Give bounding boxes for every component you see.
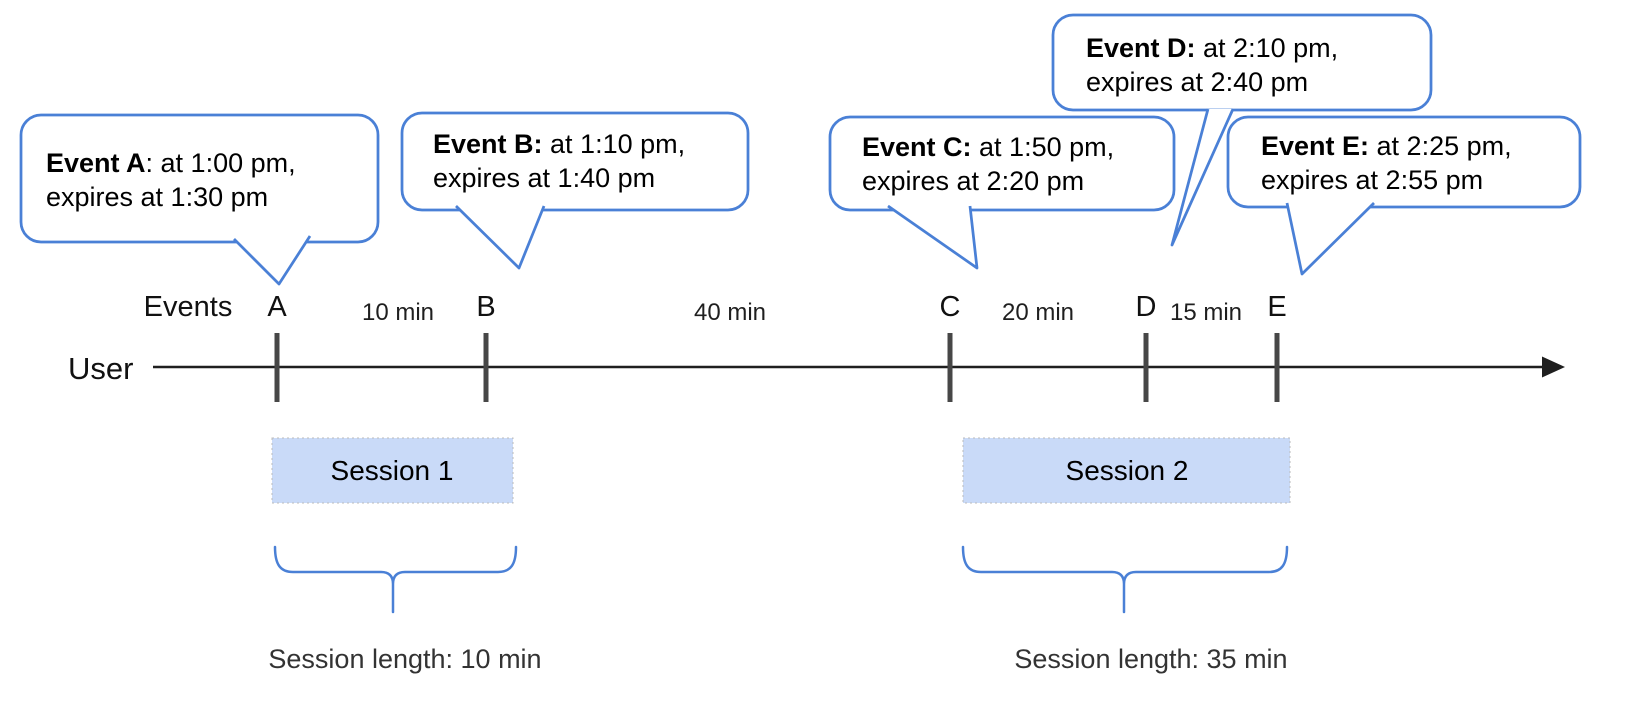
bubble-e-tail — [1285, 202, 1375, 276]
event-bubble-a: Event A: at 1:00 pm, expires at 1:30 pm — [19, 113, 380, 286]
events-axis-label: Events — [144, 291, 233, 323]
event-marker-b: B — [476, 291, 495, 323]
timeline-arrowhead-icon — [1542, 356, 1565, 378]
bubble-b-title: Event B: — [433, 129, 543, 159]
event-bubble-c: Event C: at 1:50 pm, expires at 2:20 pm — [828, 115, 1176, 270]
bubble-b-body — [400, 111, 750, 212]
bubble-a-tail — [233, 235, 312, 286]
session-2-length-label: Session length: 35 min — [1014, 644, 1287, 674]
bubble-d-line1: Event D: at 2:10 pm, — [1086, 33, 1338, 63]
bubble-e-line2: expires at 2:55 pm — [1261, 165, 1483, 195]
bubble-d-tail — [1170, 108, 1235, 247]
session-1-brace — [273, 545, 518, 614]
user-label: User — [68, 351, 133, 386]
bubble-d-title: Event D: — [1086, 33, 1196, 63]
session-1: Session 1 Session length: 10 min — [268, 437, 542, 674]
event-marker-a: A — [267, 291, 287, 323]
bubble-a-body — [19, 113, 380, 244]
event-bubble-b: Event B: at 1:10 pm, expires at 1:40 pm — [400, 111, 750, 270]
bubble-c-line2: expires at 2:20 pm — [862, 166, 1084, 196]
session-2-box — [962, 437, 1291, 504]
bubble-a-time: : at 1:00 pm, — [146, 148, 296, 178]
bubble-b-time: at 1:10 pm, — [543, 129, 686, 159]
bubble-c-tail — [887, 204, 979, 270]
event-marker-c: C — [940, 291, 961, 323]
gap-label-a-b: 10 min — [362, 299, 434, 326]
timeline-axis — [153, 333, 1565, 402]
bubble-e-time: at 2:25 pm, — [1369, 131, 1512, 161]
bubble-b-line1: Event B: at 1:10 pm, — [433, 129, 685, 159]
session-2-brace — [961, 545, 1289, 614]
gap-label-b-c: 40 min — [694, 299, 766, 326]
bubble-e-line1: Event E: at 2:25 pm, — [1261, 131, 1512, 161]
bubble-a-title: Event A — [46, 148, 146, 178]
gap-label-d-e: 15 min — [1170, 299, 1242, 326]
bubble-a-line2: expires at 1:30 pm — [46, 182, 268, 212]
bubble-c-time: at 1:50 pm, — [972, 132, 1115, 162]
bubble-c-title: Event C: — [862, 132, 972, 162]
bubble-d-body — [1051, 13, 1433, 112]
event-marker-d: D — [1136, 291, 1157, 323]
bubble-a-line1: Event A: at 1:00 pm, — [46, 148, 296, 178]
bubble-b-line2: expires at 1:40 pm — [433, 163, 655, 193]
session-1-label: Session 1 — [331, 455, 454, 486]
session-1-box — [271, 437, 514, 504]
bubble-e-body — [1226, 115, 1582, 209]
session-2-label: Session 2 — [1066, 455, 1189, 486]
session-1-length-label: Session length: 10 min — [268, 644, 541, 674]
bubble-c-body — [828, 115, 1176, 212]
session-2: Session 2 Session length: 35 min — [961, 437, 1291, 674]
bubble-d-time: at 2:10 pm, — [1196, 33, 1339, 63]
bubble-e-title: Event E: — [1261, 131, 1369, 161]
event-bubble-d: Event D: at 2:10 pm, expires at 2:40 pm — [1051, 13, 1433, 247]
event-bubble-e: Event E: at 2:25 pm, expires at 2:55 pm — [1226, 115, 1582, 276]
gap-label-c-d: 20 min — [1002, 299, 1074, 326]
event-marker-e: E — [1267, 291, 1286, 323]
bubble-d-line2: expires at 2:40 pm — [1086, 67, 1308, 97]
bubble-b-tail — [455, 205, 546, 270]
bubble-c-line1: Event C: at 1:50 pm, — [862, 132, 1114, 162]
